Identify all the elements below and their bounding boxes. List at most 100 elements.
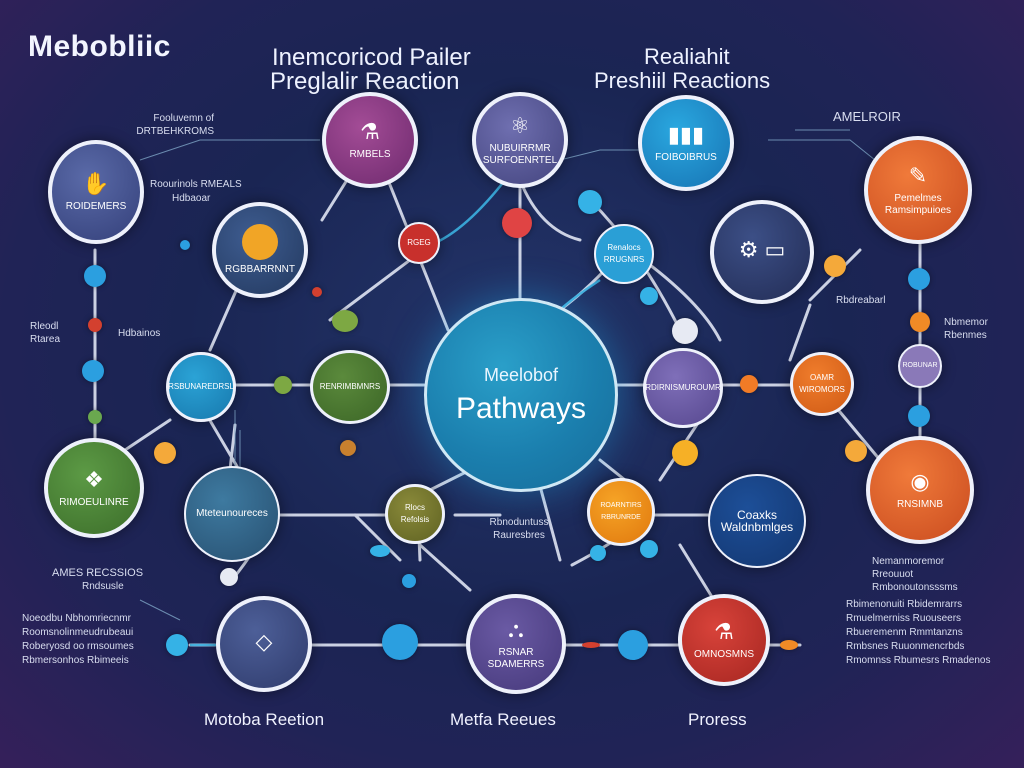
node-label: RSNAR SDAMERRS [487,647,545,670]
node-left-top[interactable]: ✋ ROIDEMERS [48,140,144,244]
brand-title: Mebobliic [28,30,171,63]
corner-label: AMELROIR [833,109,901,124]
dot-red [312,287,322,297]
node-bottom-left[interactable]: ◇ [216,596,312,692]
node-red-small[interactable]: RGEG [398,222,440,264]
node-right-lilac[interactable]: ROBUNAR [898,344,942,388]
node-top-orange[interactable]: ✎ Pemelmes Ramsimpuioes [864,136,972,244]
node-label: Renalocs RRUGNRS [603,243,645,264]
pin-icon: ◉ [910,469,930,494]
node-mid-right-orange[interactable]: OAMR WIROMORS [790,352,854,416]
device-icon: ⚙ ▭ [738,237,786,262]
bell-icon: ⛬ [508,617,524,642]
node-label: RGBBARRNNT [224,264,295,275]
dot-blue [180,240,190,250]
dot-blue [640,287,658,305]
note-top-left: Fooluvemn of DRTBEHKROMS [136,113,214,137]
node-mid-right-purple[interactable]: RDIRNISMUROUMR [643,348,723,428]
dot-red [582,642,600,648]
node-label: RSBUNAREDRSL [168,382,234,391]
dot-green [332,310,358,332]
dot-orange [910,312,930,332]
title-right-line-2: Preshiil Reactions [594,68,771,93]
node-label: ROARNTIRS RBRUNRDE [600,502,642,521]
dot-blue [590,545,606,561]
node-blue-small[interactable]: Renalocs RRUGNRS [594,224,654,284]
node-label: RIMOEULINRE [59,497,129,508]
node-label: ROBUNAR [902,362,938,369]
dot-blue [84,265,106,287]
note-bottom-left-4: Rbmersonhos Rbimeeis [22,655,129,666]
dot-blue [618,630,648,660]
node-label: Pemelmes Ramsimpuioes [884,193,952,216]
node-label: RMBELS [349,149,391,160]
dot-white [672,318,698,344]
node-navy[interactable]: Coaxks Waldnbmlges [708,474,806,568]
atom-icon: ⚛ [510,113,530,138]
node-label: OMNOSMNS [694,649,754,660]
note-left-6: Rndsusle [82,581,124,592]
center-node-pathways[interactable]: Meelobof Pathways [424,298,618,492]
node-label: RENRIMBMNRS [319,382,381,391]
node-label: OAMR WIROMORS [799,373,845,394]
note-bottom-right-5: Rmomnss Rbumesrs Rmadenos [846,655,991,666]
sphere-icon [242,224,278,260]
node-top-blue[interactable]: ▮▮▮ FOIBOIBRUS [638,95,734,191]
node-label: Coaxks Waldnbmlges [720,508,794,534]
note-left-4: Hdbainos [118,328,161,339]
note-right-2: Rbdreabarl [836,295,886,306]
center-title: Pathways [455,391,587,425]
node-label: Mteteunoureces [196,508,268,519]
microscope-icon: ✎ [908,163,928,188]
node-label: NUBUIRRMR SURFOENRTEL [482,143,558,166]
node-green-left[interactable]: ❖ RIMOEULINRE [44,438,144,538]
dot-blue [402,574,416,588]
dot-orange [845,440,867,462]
node-label: RGEG [407,238,431,247]
bar-chart-icon: ▮▮▮ [667,122,705,147]
title-right-line-1: Realiahit [644,44,730,69]
note-left-5: AMES RECSSIOS [52,567,144,579]
node-top-violet[interactable]: ⚛ NUBUIRRMR SURFOENRTEL [472,92,568,188]
node-label: RDIRNISMUROUMR [645,383,721,392]
dot-blue [82,360,104,382]
cell-icon: ❖ [84,467,104,492]
node-orange-mid[interactable]: ROARNTIRS RBRUNRDE [587,478,655,546]
flask-icon: ⚗ [360,119,380,144]
node-bottom-mid[interactable]: ⛬ RSNAR SDAMERRS [466,594,566,694]
dot-red [88,318,102,332]
note-bottom-right-2: Rmuelmerniss Ruouseers [846,613,962,624]
node-teal-mid[interactable]: Mteteunoureces [184,466,280,562]
note-right-1: Nbmemor Rbenmes [944,317,988,341]
node-top-purple[interactable]: ⚗ RMBELS [322,92,418,188]
node-label: RNSIMNB [896,499,944,510]
note-left-2: Hdbaoar [172,193,211,204]
node-mid-left-blue[interactable]: RSBUNAREDRSL [166,352,236,422]
note-center-bottom: Rbnoduntuss Rauresbres [489,517,549,541]
note-bottom-right-1: Rbimenonuiti Rbidemrarrs [846,599,963,610]
title-left-line-2: Preglalir Reaction [270,68,460,95]
center-subtitle: Meelobof [483,364,559,385]
dot-blue [370,545,390,557]
note-right-3: Nemanmoremor Rreouuot Rmbonoutonsssms [872,556,958,593]
note-bottom-right-3: Rbueremenm Rmmtanzns [846,627,963,638]
note-bottom-right-4: Rmbsnes Ruuonmencrbds [846,641,965,652]
flask-icon: ⚗ [714,619,734,644]
node-device[interactable]: ⚙ ▭ [710,200,814,304]
dot-green [88,410,102,424]
node-olive[interactable]: Rlocs Refolsis [385,484,445,544]
node-label: FOIBOIBRUS [655,152,717,163]
diamond-icon: ◇ [255,629,273,654]
node-bottom-right[interactable]: ⚗ OMNOSMNS [678,594,770,686]
dot-blue [640,540,658,558]
note-left-1: Roourinols RMEALS [150,179,242,190]
caption-mid: Metfa Reeues [450,710,556,729]
title-left-line-1: Inemcoricod Pailer [272,44,471,71]
node-orange-right[interactable]: ◉ RNSIMNB [866,436,974,544]
dot-blue [382,624,418,660]
dot-blue [908,268,930,290]
dot-blue [578,190,602,214]
node-left-orange[interactable]: RGBBARRNNT [212,202,308,298]
node-mid-left-green[interactable]: RENRIMBMNRS [310,350,390,424]
note-bottom-left-1: Noeodbu Nbhomriecnmr [22,613,131,624]
